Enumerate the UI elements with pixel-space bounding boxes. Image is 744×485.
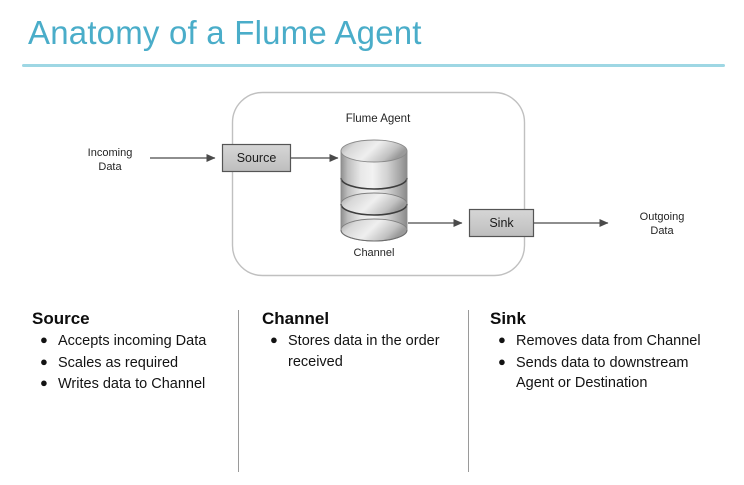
outgoing-data-label: Outgoing — [640, 211, 685, 223]
list-item-text: Sends data to downstream Agent or Destin… — [516, 354, 689, 392]
source-box-label: Source — [237, 151, 277, 165]
bullet-icon: ● — [498, 332, 506, 348]
column-channel-title: Channel — [262, 309, 330, 328]
column-source-title: Source — [32, 309, 90, 328]
incoming-data-label: Incoming — [88, 147, 133, 159]
list-item-text: Removes data from Channel — [516, 333, 701, 350]
description-columns: Source ● Accepts incoming Data ● Scales … — [0, 300, 744, 485]
source-box — [221, 143, 292, 173]
column-source: Source ● Accepts incoming Data ● Scales … — [32, 308, 237, 396]
column-channel: Channel ● Stores data in the order recei… — [262, 308, 457, 373]
incoming-data-label-line2: Data — [98, 161, 122, 173]
list-item-text: Writes data to Channel — [58, 376, 206, 393]
bullet-icon: ● — [40, 332, 48, 348]
list-item: ● Sends data to downstream Agent or Dest… — [498, 353, 705, 394]
channel-label: Channel — [354, 247, 395, 259]
outgoing-data-label-line2: Data — [650, 225, 674, 237]
column-divider-1 — [238, 310, 239, 472]
bullet-icon: ● — [270, 332, 278, 348]
flume-agent-label: Flume Agent — [346, 113, 411, 125]
column-channel-list: ● Stores data in the order received — [262, 331, 457, 372]
channel-cylinder — [340, 139, 408, 242]
bullet-icon: ● — [40, 375, 48, 391]
column-source-list: ● Accepts incoming Data ● Scales as requ… — [32, 331, 237, 395]
sink-box — [468, 208, 535, 238]
title-underline-rule — [22, 64, 725, 67]
flume-agent-diagram: Flume Agent Incoming Data Source — [0, 80, 744, 290]
bullet-icon: ● — [498, 353, 506, 369]
column-sink: Sink ● Removes data from Channel ● Sends… — [490, 308, 705, 395]
column-divider-2 — [468, 310, 469, 472]
list-item: ● Stores data in the order received — [270, 331, 457, 372]
list-item-text: Scales as required — [58, 354, 179, 371]
list-item-text: Accepts incoming Data — [58, 333, 207, 350]
column-sink-list: ● Removes data from Channel ● Sends data… — [490, 331, 705, 394]
column-sink-title: Sink — [490, 309, 526, 328]
list-item: ● Removes data from Channel — [498, 331, 705, 352]
bullet-icon: ● — [40, 353, 48, 369]
list-item: ● Writes data to Channel — [40, 374, 237, 395]
list-item: ● Scales as required — [40, 353, 237, 374]
flume-agent-container — [231, 91, 526, 277]
list-item-text: Stores data in the order received — [288, 333, 440, 370]
page-title: Anatomy of a Flume Agent — [28, 14, 422, 51]
list-item: ● Accepts incoming Data — [40, 331, 237, 352]
sink-box-label: Sink — [489, 216, 514, 230]
